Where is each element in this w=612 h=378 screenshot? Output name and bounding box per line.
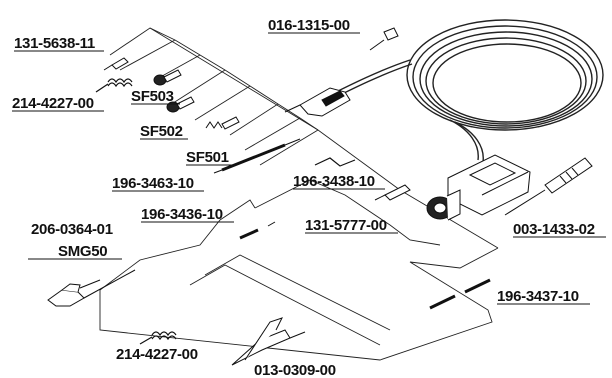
adjustment-tool [504,157,593,216]
label-sf502: SF502 [140,123,188,140]
alligator-clip [231,317,306,366]
label-text: 013-0309-00 [254,362,336,378]
ground-spring-top [95,78,133,93]
label-text: 214-4227-00 [12,95,94,112]
label-text: 131-5777-00 [305,217,387,234]
label-214-4227-00-bottom: 214-4227-00 [116,346,198,363]
label-text: SF501 [186,149,229,166]
label-text: 196-3438-10 [293,173,375,190]
label-text: 196-3463-10 [112,175,194,192]
label-003-1433-02: 003-1433-02 [513,221,606,238]
lead-196-3463-10 [213,138,301,174]
ground-spring-bottom [139,331,177,345]
label-sf503: SF503 [131,88,180,105]
label-text: 196-3436-10 [141,206,223,223]
label-196-3437-10: 196-3437-10 [497,288,590,305]
label-016-1315-00: 016-1315-00 [268,17,360,34]
marker-band [369,27,399,51]
sf503-tip [153,69,182,86]
label-text: SMG50 [58,243,107,260]
bnc-compensation-box [426,154,531,221]
label-131-5777-00: 131-5777-00 [305,217,398,234]
label-013-0309-00: 013-0309-00 [254,362,336,378]
adapter-131-5777-00 [374,184,411,201]
sf501-tip [205,116,240,130]
label-text: 003-1433-02 [513,221,595,238]
lead-196-3436-10 [239,221,276,240]
label-sf501: SF501 [186,149,236,166]
lead-196-3438-10 [314,157,356,167]
label-text: 206-0364-01 [31,221,113,238]
label-text: 196-3437-10 [497,288,579,305]
label-206-0364-01: 206-0364-01 [31,221,113,238]
label-smg50: SMG50 [28,243,122,260]
label-text: 131-5638-11 [14,35,95,52]
probe-cable-coil [329,19,604,163]
label-196-3438-10: 196-3438-10 [293,173,385,190]
label-text: SF502 [140,123,183,140]
label-131-5638-11: 131-5638-11 [14,35,104,52]
label-196-3436-10: 196-3436-10 [141,206,234,223]
label-text: 016-1315-00 [268,17,350,34]
probe-head [284,87,351,117]
label-196-3463-10: 196-3463-10 [112,175,204,192]
lead-196-3437-10 [429,278,491,310]
probe-tip [103,57,129,71]
label-214-4227-00-top: 214-4227-00 [12,95,104,112]
label-text: SF503 [131,88,174,105]
label-text: 214-4227-00 [116,346,198,363]
smg50-clip [47,269,136,307]
